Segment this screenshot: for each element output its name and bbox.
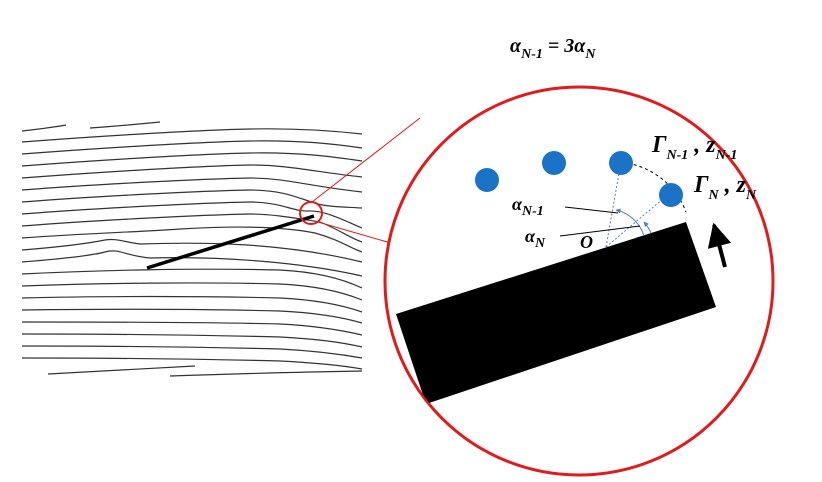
streamline <box>21 333 363 348</box>
streamline <box>21 250 363 277</box>
flat-plate <box>146 214 315 270</box>
alpha-last-pointer <box>559 225 641 237</box>
gamma-zn-1-label: ΓN-1 , zN-1 <box>651 132 737 163</box>
streamline <box>21 213 363 243</box>
streamline <box>21 140 363 155</box>
streamline <box>169 370 363 377</box>
alpha-n-label: αN <box>525 226 546 251</box>
streamline <box>21 152 363 167</box>
origin-label: O <box>580 232 593 252</box>
streamline <box>21 226 363 253</box>
vortex-1 <box>475 168 499 192</box>
streamline <box>21 164 363 179</box>
streamline <box>21 268 363 289</box>
angle-guides <box>605 161 671 248</box>
streamline <box>21 321 363 336</box>
zoom-connector-top <box>311 117 421 203</box>
angle-relation: αN-1 = 3αN <box>510 35 596 62</box>
streamline <box>21 345 363 359</box>
vortex-n-1 <box>609 151 633 175</box>
plate-motion-arrow <box>707 222 732 268</box>
streamline <box>21 357 363 370</box>
streamline <box>21 189 363 209</box>
alpha-n-1-label: αN-1 <box>512 194 544 219</box>
zoom-region-circle <box>299 201 323 225</box>
gamma-zn-label: ΓN , zN <box>693 172 757 203</box>
streamline <box>21 282 363 301</box>
streamline <box>21 124 67 132</box>
streamline <box>89 121 161 129</box>
streamline <box>21 128 363 143</box>
streamline <box>21 177 363 193</box>
streamline <box>21 295 363 313</box>
alpha-prev-pointer <box>564 206 619 214</box>
alpha-last-arc <box>643 221 652 234</box>
magnified-view: ΓN-1 , zN-1 ΓN , zN αN-1 αN O <box>383 85 775 477</box>
streamline <box>21 308 363 324</box>
vortex-2 <box>542 151 566 175</box>
streamline <box>47 365 196 375</box>
alpha-prev-arc <box>615 208 645 237</box>
plate-zoomed <box>396 222 716 404</box>
vortex-n <box>659 183 683 207</box>
streamline-field <box>21 121 363 377</box>
streamline <box>21 201 363 229</box>
streamline <box>21 238 363 263</box>
